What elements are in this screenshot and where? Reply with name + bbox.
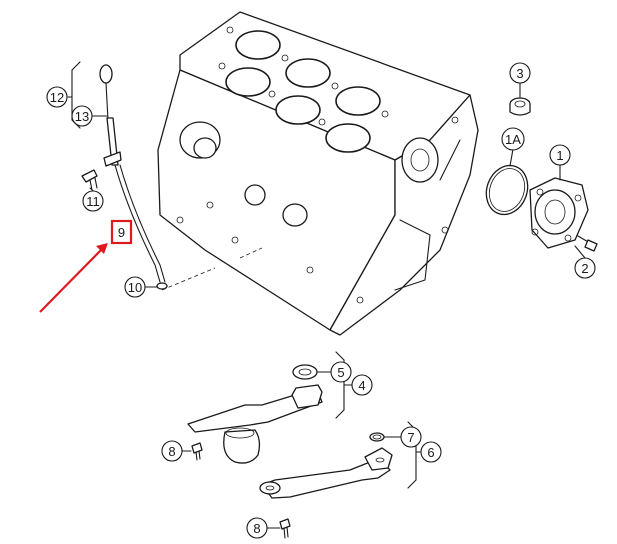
oil-pickup-bracket bbox=[187, 364, 323, 464]
callout-6: 6 bbox=[420, 441, 442, 463]
callout-12-label: 12 bbox=[50, 90, 64, 105]
callout-7-label: 7 bbox=[407, 430, 414, 445]
callout-13-label: 13 bbox=[75, 109, 89, 124]
callout-3-label: 3 bbox=[516, 66, 523, 81]
callout-8-upper-label: 8 bbox=[168, 444, 175, 459]
bolt-2 bbox=[577, 235, 598, 252]
callout-4: 4 bbox=[351, 374, 373, 396]
bolt-8-lower bbox=[279, 518, 291, 539]
callout-3: 3 bbox=[509, 62, 531, 84]
oil-pipe bbox=[259, 432, 393, 499]
plug-3 bbox=[509, 97, 531, 116]
callout-7: 7 bbox=[400, 426, 422, 448]
callout-2-label: 2 bbox=[581, 261, 588, 276]
callout-5-label: 5 bbox=[337, 365, 344, 380]
callout-10-label: 10 bbox=[128, 280, 142, 295]
bolt-8-upper bbox=[191, 442, 203, 461]
callout-4-label: 4 bbox=[358, 378, 365, 393]
callout-13: 13 bbox=[71, 105, 93, 127]
callout-6-label: 6 bbox=[427, 445, 434, 460]
callout-10: 10 bbox=[124, 276, 146, 298]
callout-9: 9 bbox=[110, 219, 133, 245]
bolt-11 bbox=[81, 169, 98, 191]
callout-11: 11 bbox=[82, 190, 104, 212]
engine-block bbox=[157, 11, 479, 336]
callout-12: 12 bbox=[46, 86, 68, 108]
callout-1-label: 1 bbox=[556, 148, 563, 163]
dipstick-assembly bbox=[81, 64, 168, 290]
callout-1: 1 bbox=[549, 144, 571, 166]
callout-11-label: 11 bbox=[86, 194, 100, 209]
callout-1a: 1A bbox=[501, 127, 525, 151]
callout-2: 2 bbox=[574, 257, 596, 279]
callout-9-label: 9 bbox=[118, 225, 125, 240]
o-ring-1a bbox=[485, 164, 529, 216]
callout-8-lower-label: 8 bbox=[253, 521, 260, 536]
callout-5: 5 bbox=[330, 361, 352, 383]
callout-1a-label: 1A bbox=[505, 132, 521, 147]
callout-8-upper: 8 bbox=[161, 440, 183, 462]
coolant-pump bbox=[529, 177, 589, 249]
callout-8-lower: 8 bbox=[246, 517, 268, 539]
highlight-arrow bbox=[39, 243, 108, 313]
